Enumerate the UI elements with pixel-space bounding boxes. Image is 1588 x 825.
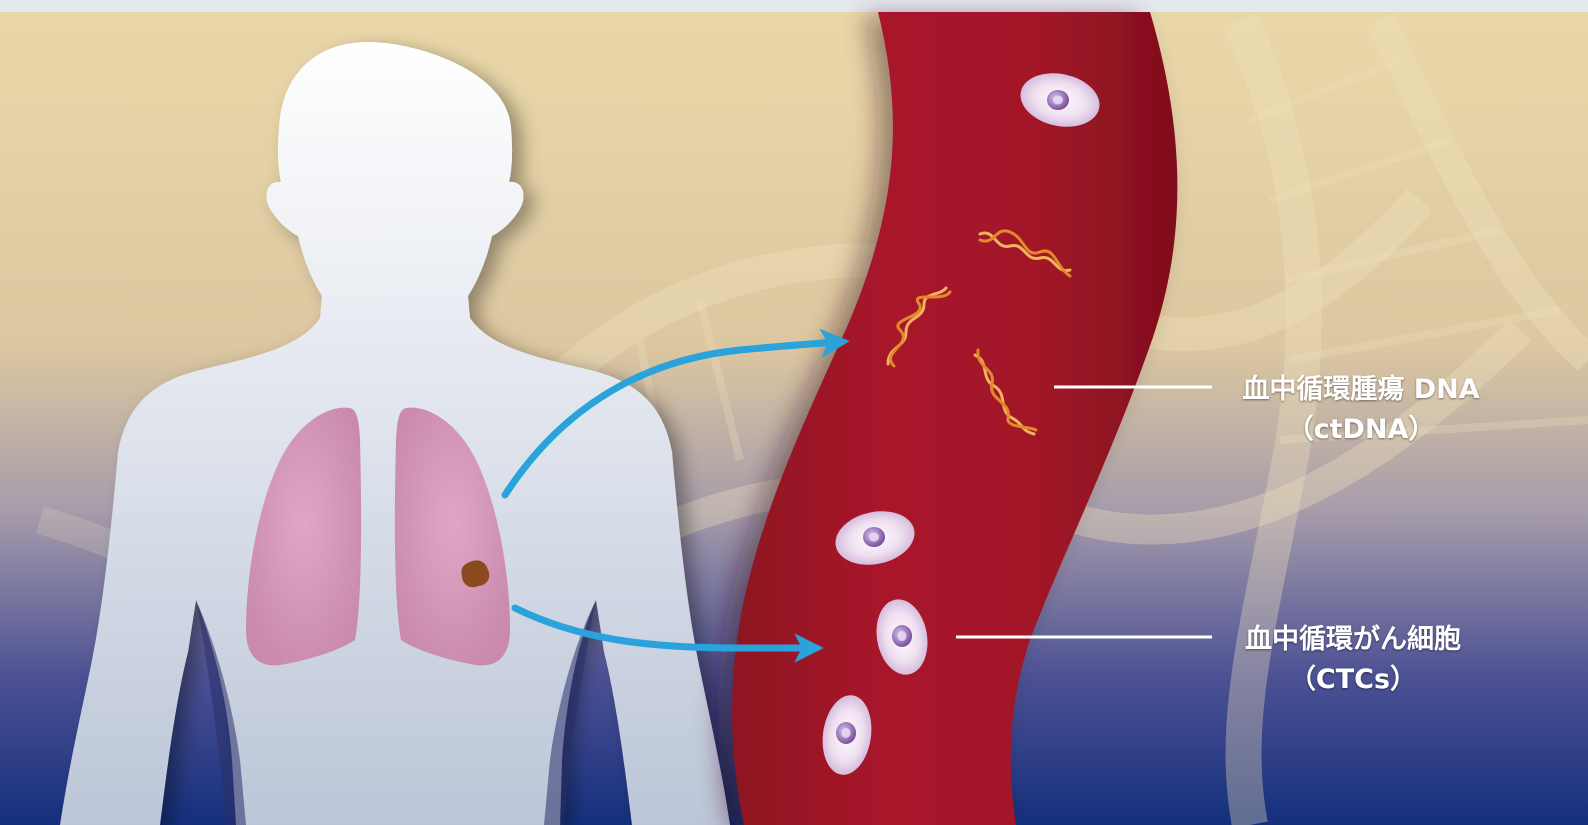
ctdna-label-line2: （ctDNA）	[1222, 410, 1500, 450]
ctdna-label: 血中循環腫瘍 DNA （ctDNA）	[1222, 370, 1500, 450]
top-strip	[0, 0, 1588, 12]
ctdna-label-line1: 血中循環腫瘍 DNA	[1222, 370, 1500, 410]
tumor-icon	[461, 560, 489, 587]
ctcs-label-line2: （CTCs）	[1222, 660, 1484, 700]
ctcs-label-line1: 血中循環がん細胞	[1222, 620, 1484, 660]
ctcs-label: 血中循環がん細胞 （CTCs）	[1222, 620, 1484, 700]
